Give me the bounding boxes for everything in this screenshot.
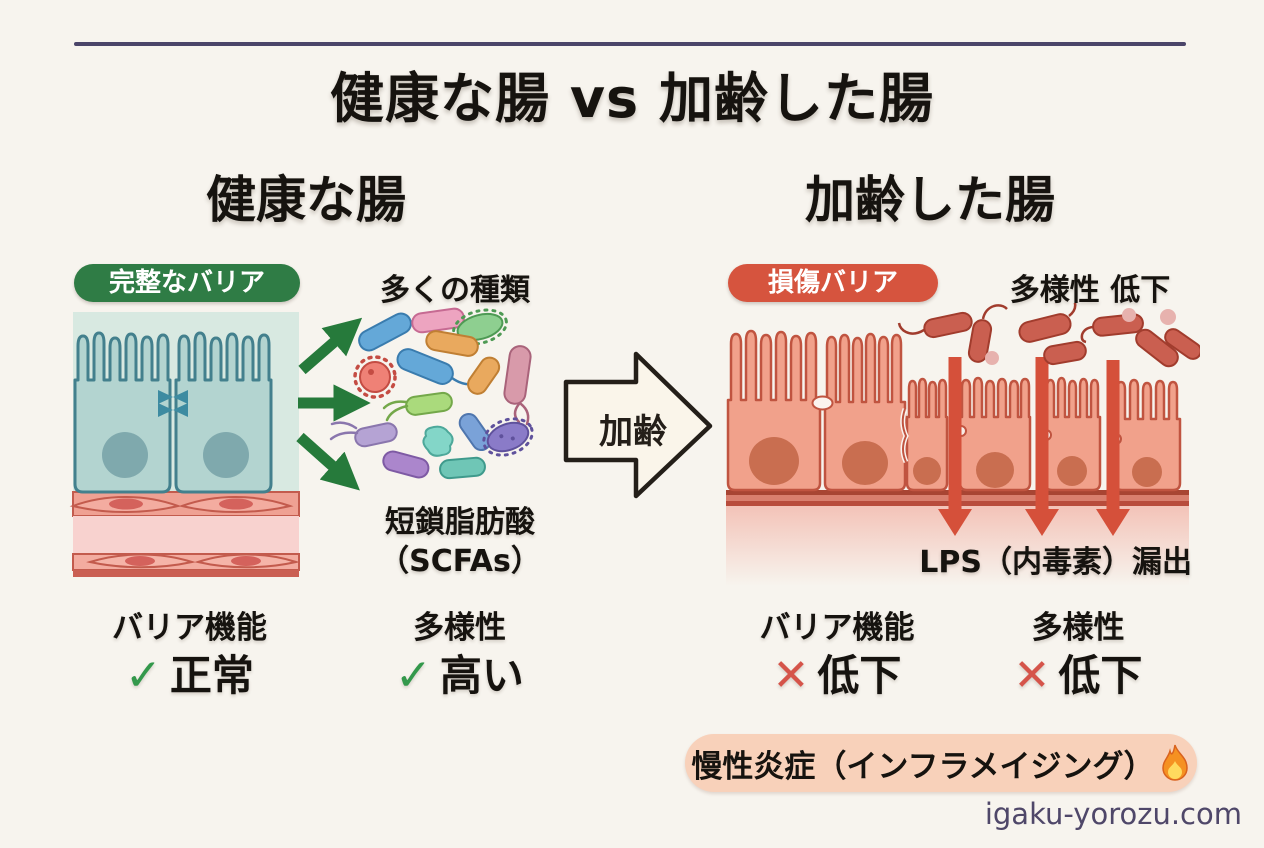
healthy-tissue-layer [69, 491, 300, 577]
stat-label: バリア機能 [112, 610, 267, 646]
flagellum [1080, 325, 1094, 344]
stat-value: 高い [439, 651, 524, 700]
scfa-flow-arrows [296, 317, 371, 491]
microbe-flagellated [503, 345, 532, 426]
aging-arrow-label: 加齢 [599, 412, 667, 452]
aged-barrier-stat: バリア機能 ✕低下 [722, 608, 952, 702]
stat-label: バリア機能 [759, 610, 915, 646]
fire-icon [1161, 744, 1188, 781]
scfa-label-line1: 短鎖脂肪酸 [385, 505, 535, 540]
scfa-label-line2: （SCFAs） [379, 544, 541, 579]
cell-nucleus [976, 452, 1014, 488]
fibroblast-nucleus [109, 498, 143, 510]
cell-nucleus [1057, 456, 1087, 486]
microbe-rod [425, 330, 479, 357]
cell-nucleus [1132, 457, 1162, 487]
microbe-rod [358, 312, 412, 352]
bacterium-coccus [985, 351, 999, 365]
top-divider-line [74, 42, 1186, 46]
microbe-spiky [482, 417, 534, 457]
page-title: 健康な腸 vs 加齢した腸 [330, 67, 934, 130]
tight-junction-icon [158, 390, 188, 417]
stat-value: 正常 [169, 651, 254, 700]
cell-nucleus [842, 441, 888, 485]
bacterium-rod [967, 319, 993, 363]
microbe-blob [422, 425, 454, 457]
stat-value: 低下 [817, 651, 902, 700]
flagellum [897, 322, 925, 335]
diverse-microbiome [329, 307, 534, 480]
cross-icon: ✕ [772, 650, 810, 701]
healthy-diversity-stat: 多様性 ✓高い [352, 608, 567, 702]
healthy-section-heading: 健康な腸 [206, 171, 406, 229]
microbe-flagellated [382, 391, 453, 422]
aged-gut-illustration [726, 303, 1200, 586]
bacterium-coccus [1122, 308, 1136, 322]
check-icon: ✓ [395, 650, 432, 701]
microbe-rod [382, 450, 430, 479]
microbe-rod [439, 456, 486, 480]
lps-leak-label: LPS（内毒素）漏出 [919, 545, 1192, 580]
harmful-bacteria [897, 303, 1200, 368]
site-watermark: igaku-yorozu.com [984, 797, 1242, 831]
microbe-spiky [452, 308, 508, 346]
scfa-label: 短鎖脂肪酸 （SCFAs） [336, 503, 584, 581]
aged-diversity-stat: 多様性 ✕低下 [968, 608, 1188, 702]
cell-nucleus [102, 432, 148, 478]
healthy-gut-illustration [69, 307, 534, 577]
cross-icon: ✕ [1013, 650, 1051, 701]
flagellum [1068, 303, 1077, 317]
stat-label: 多様性 [1031, 610, 1125, 646]
bacterium-rod [1092, 313, 1144, 337]
aged-epithelial-cells [726, 329, 1182, 492]
cell-nucleus [749, 437, 799, 485]
microbe-rod [467, 356, 501, 395]
stat-value: 低下 [1058, 651, 1143, 700]
fibroblast-nucleus [125, 556, 155, 566]
flagellum [981, 304, 1008, 320]
lps-leak-arrows [938, 357, 1130, 536]
intact-barrier-badge: 完整なバリア [74, 264, 300, 302]
microbe-coccus-spiky [353, 355, 397, 399]
bacterium-coccus [1160, 309, 1176, 325]
healthy-barrier-stat: バリア機能 ✓正常 [62, 608, 317, 702]
diversity-decline-label: 多様性 低下 [1009, 273, 1171, 308]
stat-label: 多様性 [413, 610, 506, 646]
bacterium-rod [923, 311, 973, 339]
damaged-barrier-badge: 損傷バリア [728, 264, 938, 302]
cell-nucleus [913, 457, 941, 485]
bacterium-rod [1135, 328, 1179, 368]
aging-transition-arrow [563, 351, 713, 499]
check-icon: ✓ [125, 650, 162, 701]
bacterium-rod [1018, 313, 1072, 343]
fibroblast-nucleus [231, 556, 261, 566]
cell-nucleus [203, 432, 249, 478]
aged-section-heading: 加齢した腸 [805, 171, 1055, 229]
chronic-inflammation-banner: 慢性炎症（インフラメイジング） [685, 734, 1197, 792]
banner-text: 慢性炎症（インフラメイジング） [691, 748, 1155, 785]
fibroblast-nucleus [219, 498, 253, 510]
bacterium-rod [1043, 340, 1087, 366]
many-species-label: 多くの種類 [380, 273, 530, 308]
bacterium-rod [1164, 328, 1200, 360]
microbe-flagellated [329, 421, 398, 448]
